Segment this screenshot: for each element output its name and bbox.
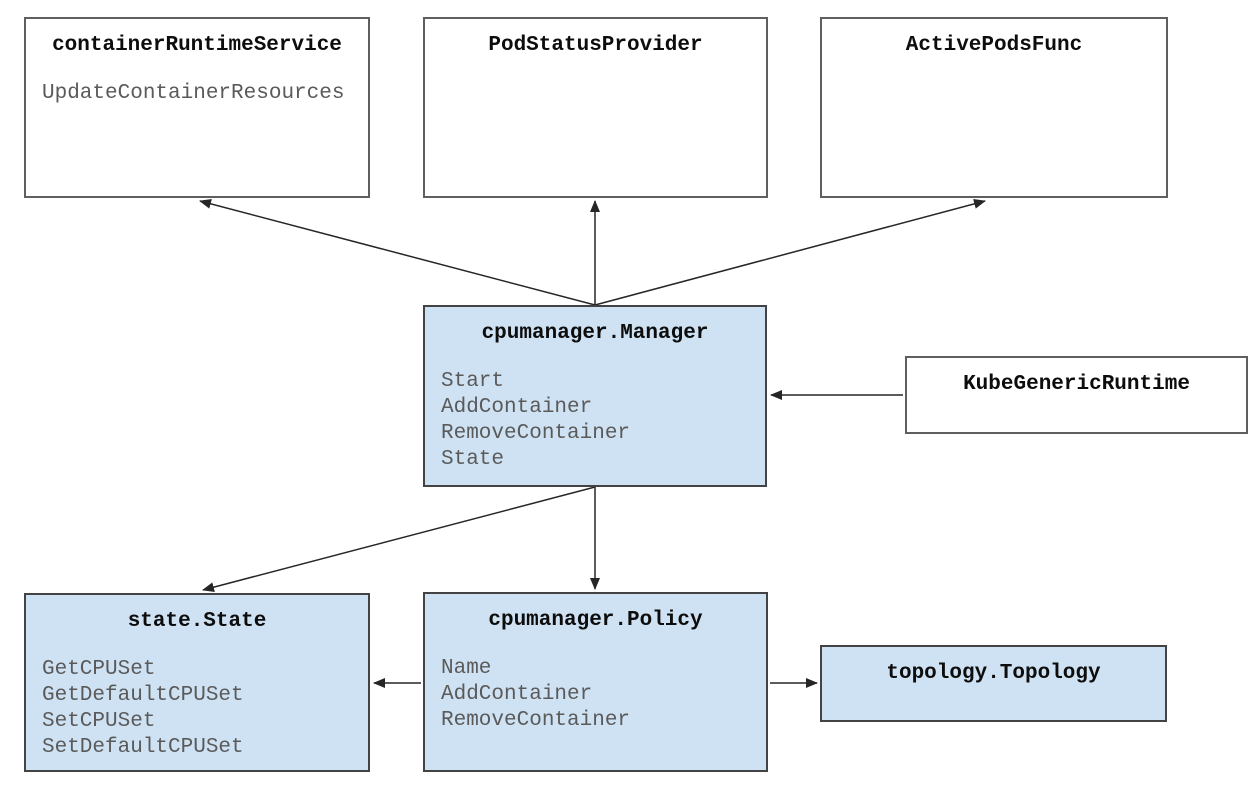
- method-label: RemoveContainer: [441, 709, 631, 732]
- node-pod-status-provider: PodStatusProvider: [423, 17, 768, 198]
- node-title: cpumanager.Manager: [481, 322, 709, 345]
- arrow-manager-to-state: [202, 486, 596, 593]
- node-cpumanager-manager: cpumanager.Manager Start AddContainer Re…: [423, 305, 767, 487]
- method-label: AddContainer: [441, 396, 593, 419]
- node-title: cpumanager.Policy: [488, 609, 703, 632]
- method-label: Start: [441, 370, 505, 393]
- node-state-state: state.State GetCPUSet GetDefaultCPUSet S…: [24, 593, 370, 772]
- node-title: containerRuntimeService: [52, 34, 342, 57]
- method-label: SetCPUSet: [42, 710, 156, 733]
- node-active-pods-func: ActivePodsFunc: [820, 17, 1168, 198]
- method-label: GetDefaultCPUSet: [42, 684, 244, 707]
- node-title: PodStatusProvider: [488, 34, 703, 57]
- method-label: GetCPUSet: [42, 658, 156, 681]
- node-methods: Name AddContainer RemoveContainer: [425, 656, 766, 734]
- node-topology-topology: topology.Topology: [820, 645, 1167, 722]
- method-label: Name: [441, 657, 492, 680]
- node-title: KubeGenericRuntime: [963, 373, 1190, 396]
- node-cpumanager-policy: cpumanager.Policy Name AddContainer Remo…: [423, 592, 768, 772]
- node-methods: Start AddContainer RemoveContainer State: [425, 369, 765, 473]
- arrow-manager-to-container-runtime-service: [199, 198, 596, 306]
- node-title: ActivePodsFunc: [905, 34, 1083, 57]
- node-title: state.State: [127, 610, 267, 633]
- arrow-manager-to-active-pods-func: [594, 199, 986, 306]
- method-label: State: [441, 448, 505, 471]
- method-label: RemoveContainer: [441, 422, 631, 445]
- node-kube-generic-runtime: KubeGenericRuntime: [905, 356, 1248, 434]
- method-label: UpdateContainerResources: [42, 82, 345, 105]
- node-methods: UpdateContainerResources: [26, 81, 368, 107]
- node-container-runtime-service: containerRuntimeService UpdateContainerR…: [24, 17, 370, 198]
- method-label: AddContainer: [441, 683, 593, 706]
- node-title: topology.Topology: [886, 662, 1101, 685]
- node-methods: GetCPUSet GetDefaultCPUSet SetCPUSet Set…: [26, 657, 368, 761]
- method-label: SetDefaultCPUSet: [42, 736, 244, 759]
